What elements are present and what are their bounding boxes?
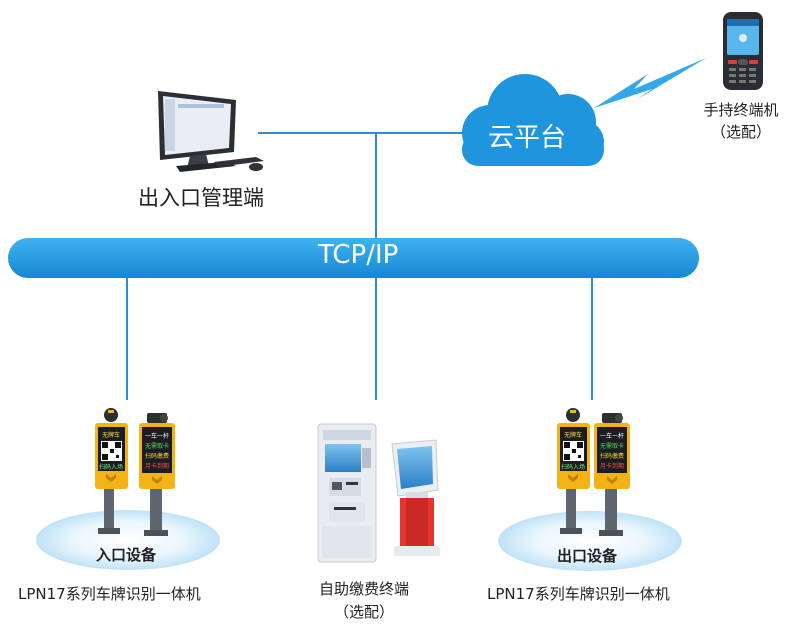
entry-caption: LPN17系列车牌识别一体机 [18,585,201,603]
qr-footer-text: 扫码入场 [99,463,123,471]
exit-platform [498,511,682,571]
exit-lpr-device: 无牌车 扫码入场 一车一杆 无需取卡 扫码缴费 月卡到期 [557,408,630,536]
exit-badge: 出口设备 [557,547,618,565]
entry-lpr-device: 无牌车 扫码入场 一车一杆 无需取卡 扫码缴费 月卡到期 [95,408,175,536]
handheld-terminal-icon [723,12,763,90]
handheld-note: （选配） [710,123,772,141]
qr-footer-text: 扫码入场 [561,463,585,471]
admin-label: 出入口管理端 [138,186,264,210]
qr-header-text: 无牌车 [102,431,120,439]
handheld-label: 手持终端机 [703,101,779,119]
payment-kiosk-icon [317,423,440,563]
qr-header-text: 无牌车 [564,431,582,439]
tcpip-bus [8,238,699,278]
exit-caption: LPN17系列车牌识别一体机 [487,585,670,603]
tcpip-label: TCP/IP [318,240,399,270]
computer-icon [158,91,264,172]
connection-lines [126,132,593,400]
led-line-3: 扫码缴费 [145,452,169,460]
led-line-1: 一车一杆 [600,432,624,440]
kiosk-label: 自助缴费终端 [318,580,410,598]
entry-platform [36,510,220,570]
cloud-label: 云平台 [488,123,567,153]
led-line-4: 月卡到期 [600,462,624,470]
cloud-icon [462,74,604,166]
led-line-4: 月卡到期 [145,462,169,470]
entry-badge: 入口设备 [96,546,157,564]
kiosk-note: （选配） [333,603,395,621]
led-line-3: 扫码缴费 [600,452,624,460]
led-line-2: 无需取卡 [145,442,169,450]
led-line-1: 一车一杆 [145,432,169,440]
led-line-2: 无需取卡 [600,442,624,450]
wireless-signal-icon [594,58,706,108]
